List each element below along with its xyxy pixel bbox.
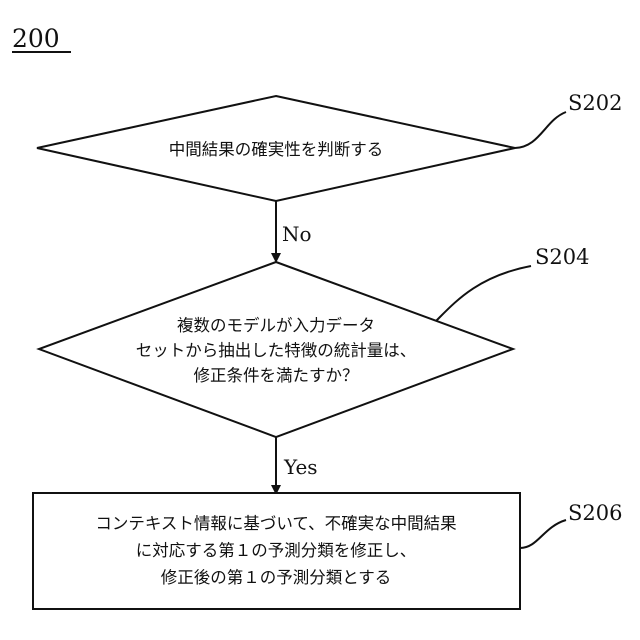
s206-leader (520, 520, 566, 548)
branch-yes-label: Yes (283, 455, 318, 479)
s206-line-3: 修正後の第１の予測分類とする (161, 568, 392, 587)
s206-label: S206 (568, 501, 622, 525)
s204-leader (436, 266, 531, 321)
step-s206: コンテキスト情報に基づいて、不確実な中間結果 に対応する第１の予測分類を修正し、… (33, 493, 622, 609)
step-s204: 複数のモデルが入力データ セットから抽出した特徴の統計量は、 修正条件を満たすか… (39, 245, 589, 437)
s202-line-1: 中間結果の確実性を判断する (169, 140, 384, 159)
s204-label: S204 (535, 245, 589, 269)
s206-line-2: に対応する第１の予測分類を修正し、 (136, 541, 417, 560)
s206-line-1: コンテキスト情報に基づいて、不確実な中間結果 (95, 514, 456, 533)
s204-line-3: 修正条件を満たすか？ (194, 366, 359, 385)
branch-yes: Yes (276, 437, 318, 490)
branch-no-label: No (282, 222, 312, 246)
figure-number-group: 200 (12, 24, 71, 53)
s202-label: S202 (568, 91, 622, 115)
s204-line-2: セットから抽出した特徴の統計量は、 (136, 341, 417, 360)
branch-no: No (276, 201, 312, 258)
step-s202: 中間結果の確実性を判断する S202 (37, 91, 622, 201)
s202-leader (515, 112, 566, 148)
figure-number: 200 (12, 24, 60, 53)
s204-line-1: 複数のモデルが入力データ (177, 315, 375, 335)
